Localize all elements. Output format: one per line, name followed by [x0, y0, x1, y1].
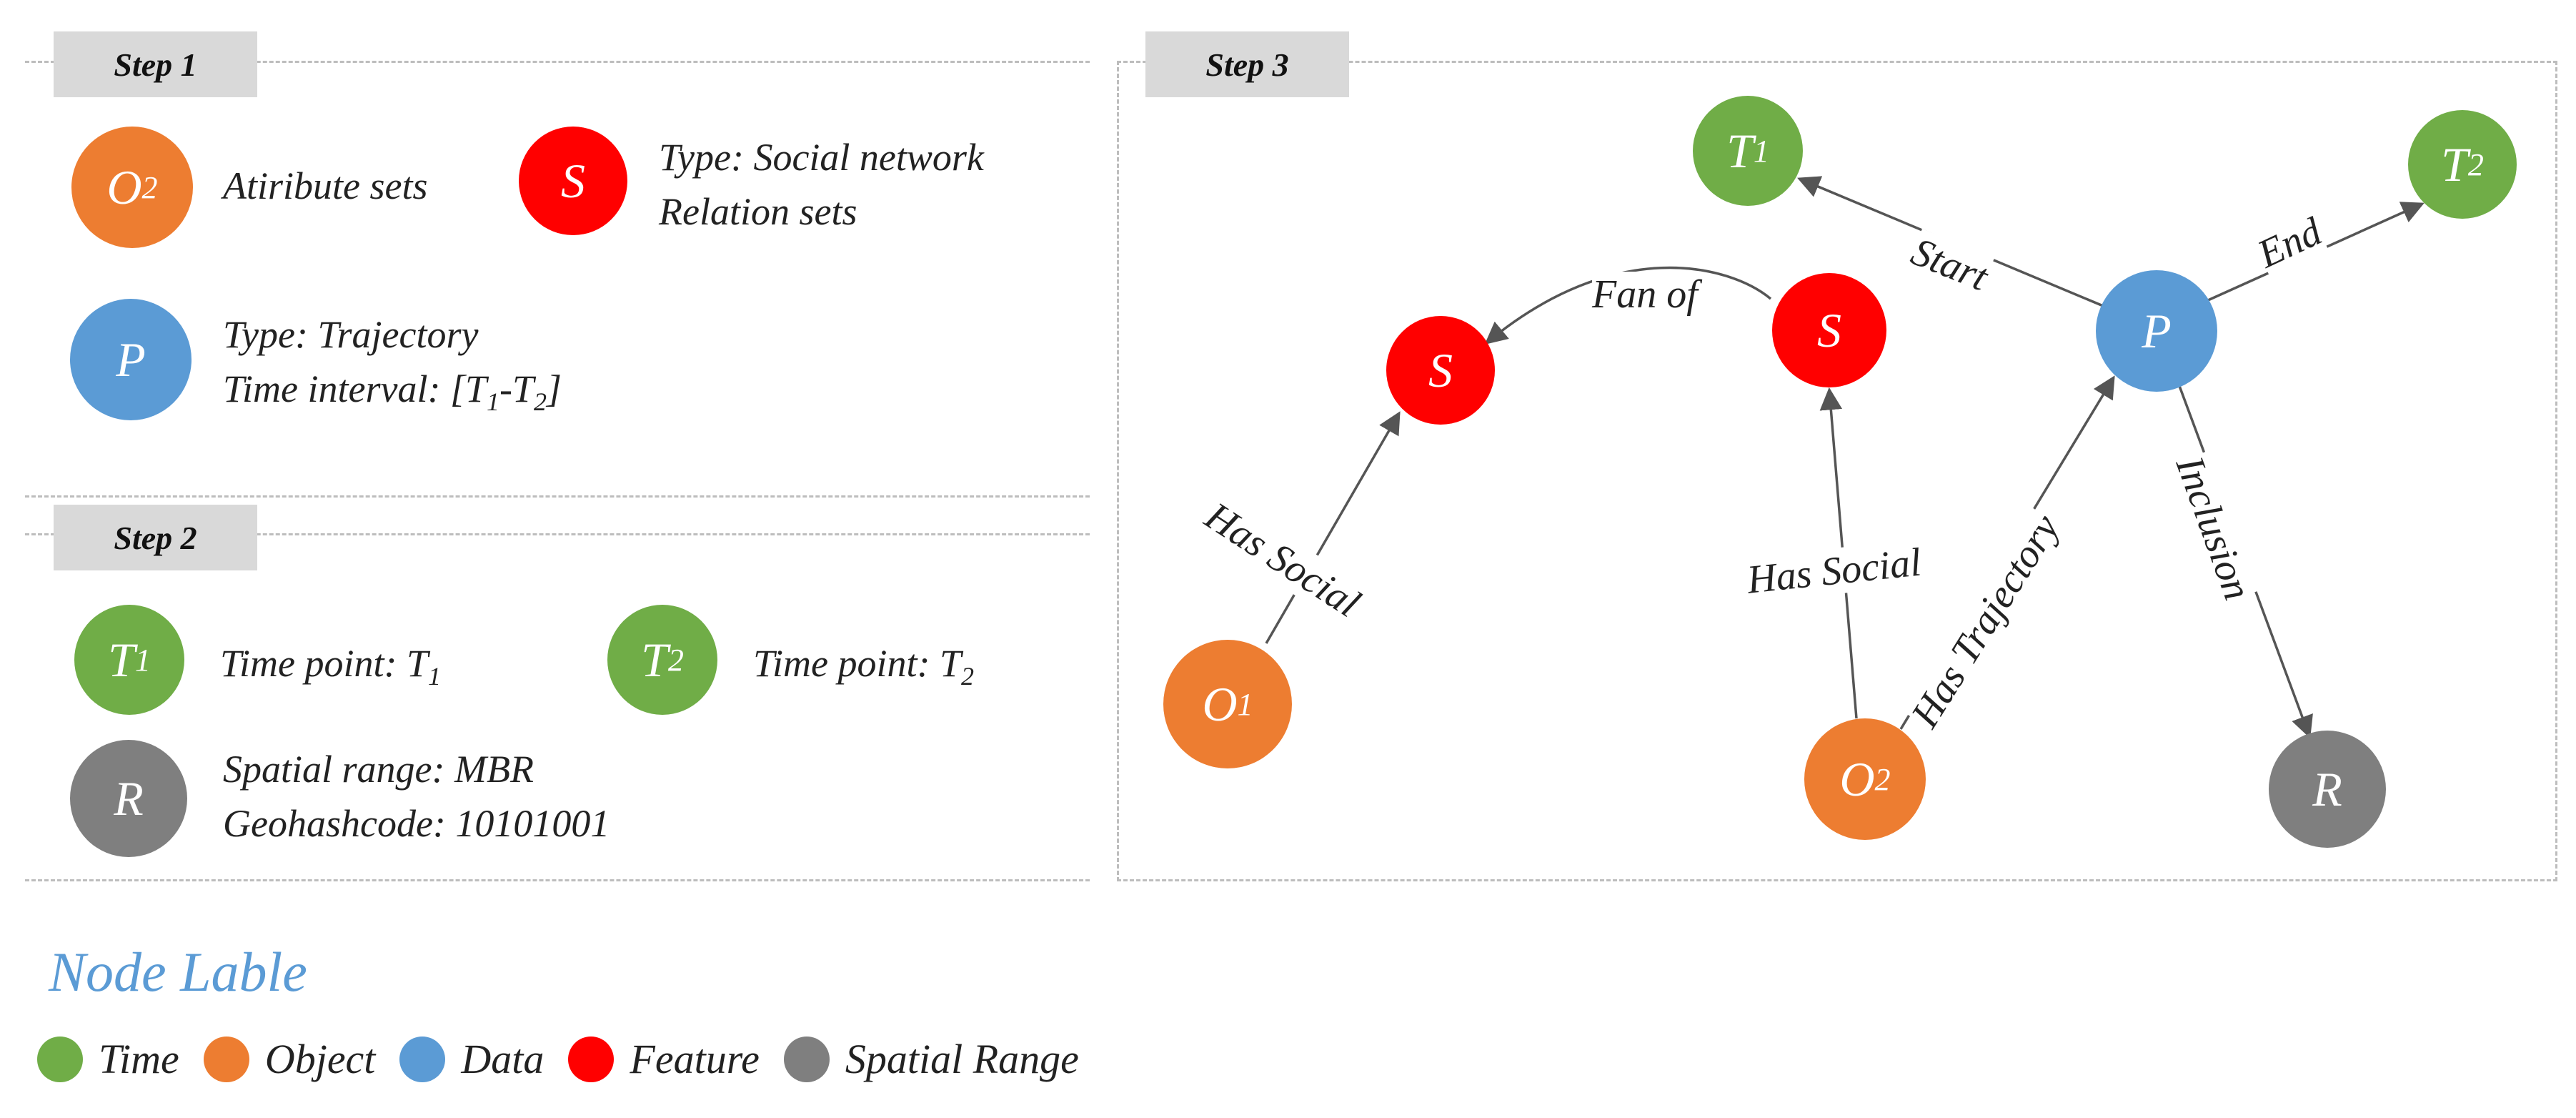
t1-desc-text: Time point: T — [220, 642, 429, 685]
r-spatial-node: R — [70, 740, 187, 857]
graph-t1-letter: T — [1726, 123, 1754, 178]
legend-dot-data — [399, 1036, 446, 1082]
t2-node-letter: T — [641, 632, 668, 687]
step2-label: Step 2 — [54, 505, 257, 570]
legend-item-spatial-range: Spatial Range — [783, 1035, 1079, 1083]
t1-node-sub: 1 — [134, 642, 151, 678]
step2-panel — [25, 533, 1090, 881]
r-desc-line1: Spatial range: MBR — [223, 748, 534, 791]
o2-desc-text: Atiribute sets — [223, 164, 428, 207]
graph-r-letter: R — [2312, 761, 2342, 816]
r-desc-line2: Geohashcode: 10101001 — [223, 802, 610, 845]
legend-item-feature: Feature — [568, 1035, 760, 1083]
t2-desc-text: Time point: T — [753, 642, 962, 685]
p-desc-line2: Time interval: [T1-T2] — [223, 362, 562, 429]
p-desc-sub1: 1 — [487, 387, 500, 416]
p-trajectory-node: P — [70, 299, 192, 420]
graph-node-s-left: S — [1386, 316, 1495, 425]
graph-node-p: P — [2096, 270, 2217, 392]
p-desc-part-a: Time interval: [T — [223, 367, 487, 410]
step3-panel — [1117, 61, 2557, 881]
p-desc-part-c: ] — [547, 367, 562, 410]
graph-o1-sub: 1 — [1237, 686, 1253, 722]
p-desc-line1: Type: Trajectory — [223, 313, 479, 356]
graph-s-right-letter: S — [1817, 302, 1841, 357]
s-node-letter: S — [561, 153, 585, 208]
s-desc-line1: Type: Social network — [659, 136, 984, 179]
legend-item-time: Time — [37, 1035, 179, 1083]
graph-t1-sub: 1 — [1753, 133, 1769, 169]
step1-label: Step 1 — [54, 31, 257, 97]
graph-t2-sub: 2 — [2467, 147, 2484, 182]
graph-s-left-letter: S — [1428, 342, 1453, 397]
graph-p-letter: P — [2142, 303, 2172, 358]
legend-item-object: Object — [203, 1035, 376, 1083]
legend-title: Node Lable — [49, 941, 307, 1003]
graph-t2-letter: T — [2441, 137, 2468, 192]
legend-dot-spatial-range — [783, 1036, 830, 1082]
step1-panel — [25, 61, 1090, 498]
p-desc-sub2: 2 — [534, 387, 547, 416]
legend-label-data: Data — [461, 1036, 544, 1082]
legend-dot-time — [37, 1036, 83, 1082]
graph-o2-sub: 2 — [1874, 761, 1891, 797]
graph-node-r: R — [2269, 731, 2386, 848]
o2-description: Atiribute sets — [223, 159, 427, 213]
o2-node-sub: 2 — [141, 169, 158, 205]
s-desc-line2: Relation sets — [659, 190, 857, 233]
s-social-node: S — [519, 127, 627, 235]
legend-item-data: Data — [399, 1035, 544, 1083]
legend-label-time: Time — [99, 1036, 179, 1082]
s-description: Type: Social network Relation sets — [659, 130, 984, 239]
graph-node-s-right: S — [1772, 273, 1886, 387]
p-desc-part-b: -T — [499, 367, 534, 410]
edge-has-social-left — [1265, 411, 1401, 644]
p-node-letter: P — [116, 332, 146, 387]
r-node-letter: R — [114, 771, 144, 826]
t2-description: Time point: T2 — [753, 636, 974, 703]
legend-label-spatial-range: Spatial Range — [845, 1036, 1079, 1082]
p-description: Type: Trajectory Time interval: [T1-T2] — [223, 307, 562, 429]
legend-dot-object — [203, 1036, 249, 1082]
legend-label-object: Object — [264, 1036, 376, 1082]
t1-description: Time point: T1 — [220, 636, 441, 703]
t2-desc-sub: 2 — [961, 661, 975, 691]
graph-o2-letter: O — [1839, 751, 1875, 806]
t1-desc-sub: 1 — [428, 661, 442, 691]
legend-dot-feature — [568, 1036, 615, 1082]
r-description: Spatial range: MBR Geohashcode: 10101001 — [223, 742, 610, 851]
legend-label-feature: Feature — [630, 1036, 760, 1082]
edge-fan-of — [1484, 266, 1772, 345]
graph-o1-letter: O — [1202, 676, 1238, 731]
o2-node-letter: O — [106, 159, 142, 214]
step3-label: Step 3 — [1145, 31, 1349, 97]
t1-node-letter: T — [108, 632, 135, 687]
edge-label-fan-of: Fan of — [1592, 272, 1698, 317]
t2-node-sub: 2 — [667, 642, 684, 678]
legend: Time Object Data Feature Spatial Range — [37, 1035, 1103, 1083]
